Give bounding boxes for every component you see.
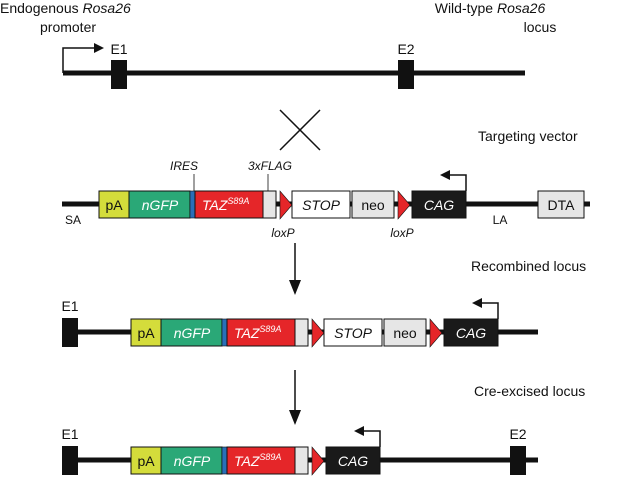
vector-ires-box	[189, 190, 196, 219]
excised-ngfp-box	[160, 446, 223, 475]
recombined-e1-label: E1	[61, 298, 78, 314]
recombined-ires-box	[221, 318, 228, 347]
endogenous-promoter-arrow	[62, 47, 96, 73]
step-arrow-2-head-icon	[289, 410, 301, 425]
cre-excised-locus-label: Cre-excised locus	[474, 383, 585, 399]
locus-label: locus	[524, 19, 557, 35]
vector-cag-arrowhead-icon	[440, 170, 450, 180]
vector-dta-box	[537, 190, 585, 219]
sa-label: SA	[65, 213, 81, 227]
excised-ires-box	[221, 446, 228, 475]
excised-e2-label: E2	[509, 426, 526, 442]
vector-neo-label: neo	[361, 197, 385, 213]
recombined-ngfp-label: nGFP	[174, 325, 211, 341]
recombined-pa-box	[130, 318, 162, 347]
vector-pa-label: pA	[105, 197, 123, 213]
wildtype-e2-label: E2	[397, 41, 414, 57]
recombined-neo-box	[383, 318, 427, 347]
vector-flag-box	[262, 190, 277, 219]
recombined-exon-e1	[62, 318, 78, 347]
recombined-cag-arrowhead-icon	[472, 298, 482, 308]
excised-taz-box	[226, 446, 296, 475]
excised-pa-label: pA	[137, 453, 155, 469]
step-arrow-1-head-icon	[289, 280, 301, 295]
targeting-vector-label: Targeting vector	[478, 128, 578, 144]
vector-cag-box	[411, 190, 467, 219]
recombined-taz-label: TAZS89A	[234, 324, 281, 341]
excised-taz-label: TAZS89A	[234, 452, 281, 469]
recombination-cross-line-2	[279, 109, 321, 151]
vector-pa-box	[98, 190, 130, 219]
loxp-left-label: loxP	[271, 226, 294, 240]
recombined-pa-label: pA	[137, 325, 155, 341]
recombined-loxp-left-icon	[311, 318, 325, 348]
recombined-flag-box	[294, 318, 309, 347]
la-label: LA	[493, 213, 508, 227]
excised-exon-e1	[62, 446, 78, 475]
excised-e1-label: E1	[61, 426, 78, 442]
excised-cag-label: CAG	[338, 453, 368, 469]
wildtype-locus-label: Wild-type Rosa26	[435, 0, 546, 16]
excised-cag-promoter-arrow	[362, 430, 381, 447]
excised-loxp-icon	[311, 446, 325, 476]
vector-dta-label: DTA	[548, 197, 576, 213]
excised-exon-e2	[510, 446, 526, 475]
recombined-taz-box	[226, 318, 296, 347]
vector-taz-label: TAZS89A	[202, 196, 249, 213]
recombined-stop-label: STOP	[334, 325, 373, 341]
recombined-ngfp-box	[160, 318, 223, 347]
excised-flag-box	[294, 446, 309, 475]
ires-label: IRES	[170, 159, 198, 173]
recombined-cag-promoter-arrow	[480, 302, 499, 319]
excised-ngfp-label: nGFP	[174, 453, 211, 469]
recombined-neo-label: neo	[393, 325, 417, 341]
loxp-right-label: loxP	[390, 226, 413, 240]
promoter-label: promoter	[40, 19, 96, 35]
wildtype-e1-label: E1	[110, 41, 127, 57]
excised-cag-arrowhead-icon	[354, 426, 364, 436]
vector-neo-box	[351, 190, 395, 219]
wildtype-exon-e2	[398, 60, 414, 89]
endogenous-promoter-label: Endogenous Rosa26	[0, 0, 131, 16]
excised-pa-box	[130, 446, 162, 475]
recombined-locus-label: Recombined locus	[471, 258, 586, 274]
vector-ngfp-label: nGFP	[142, 197, 179, 213]
recombined-cag-label: CAG	[456, 325, 486, 341]
vector-stop-label: STOP	[302, 197, 341, 213]
vector-stop-box	[291, 190, 351, 219]
excised-cag-box	[325, 446, 381, 475]
flag-label: 3xFLAG	[248, 159, 292, 173]
recombined-stop-box	[323, 318, 383, 347]
vector-loxp-left-icon	[279, 190, 293, 220]
vector-loxp-right-icon	[397, 190, 411, 220]
wildtype-exon-e1	[111, 60, 127, 89]
promoter-arrowhead-icon	[94, 43, 104, 53]
vector-cag-promoter-arrow	[448, 174, 467, 191]
recombined-cag-box	[443, 318, 499, 347]
vector-cag-label: CAG	[424, 197, 454, 213]
recombined-loxp-right-icon	[429, 318, 443, 348]
